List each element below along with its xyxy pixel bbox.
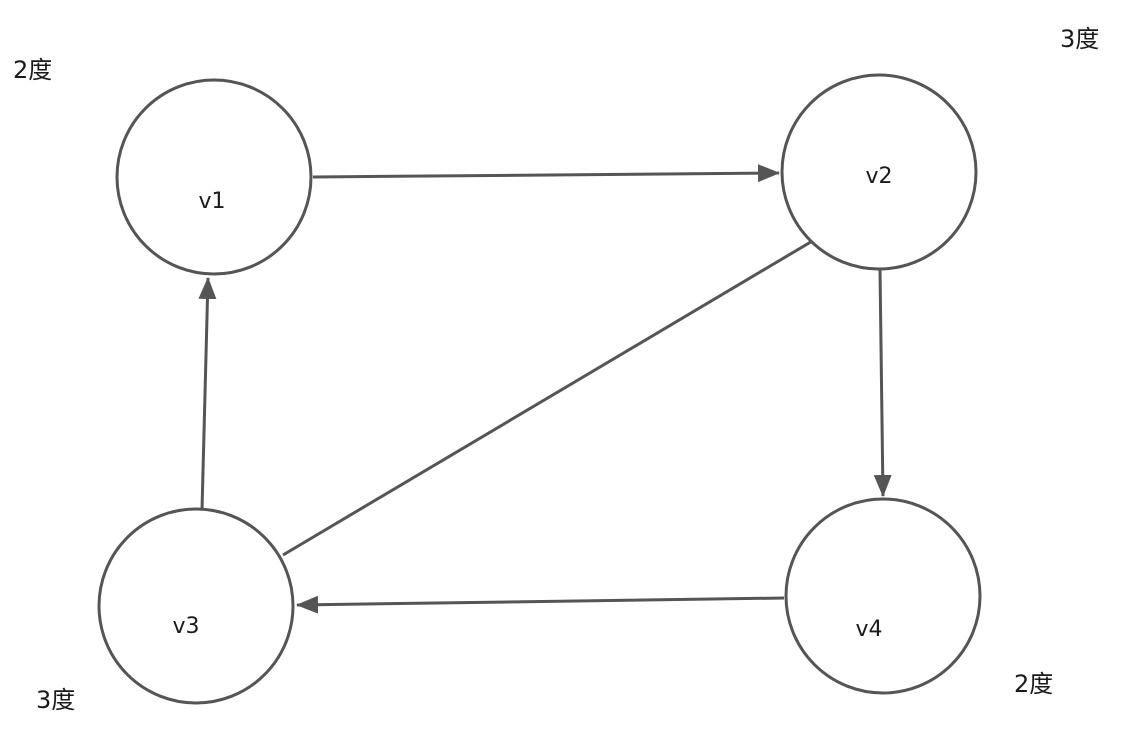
degree-label-v4: 2度 [1014, 670, 1053, 698]
node-circle-v4 [784, 497, 982, 695]
node-circle-v1 [115, 78, 313, 276]
node-v4[interactable]: v4 [784, 497, 982, 695]
edge-v2-to-v4 [873, 269, 892, 497]
edge-v3-to-v1 [198, 277, 217, 511]
node-label-v1: v1 [198, 189, 225, 214]
edge-v3-to-v2 [282, 190, 896, 557]
node-circle-v2 [780, 73, 978, 271]
edge-v4-to-v3 [296, 595, 785, 614]
node-v1[interactable]: v1 [115, 78, 313, 276]
edge-v1-to-v2 [312, 164, 780, 183]
degree-label-v3: 3度 [36, 686, 75, 714]
node-circle-v3 [97, 507, 295, 705]
degree-label-v2: 3度 [1060, 25, 1099, 53]
degree-label-v1: 2度 [13, 56, 52, 84]
node-label-v4: v4 [855, 617, 882, 642]
node-v3[interactable]: v3 [97, 507, 295, 705]
node-label-v3: v3 [172, 614, 199, 639]
node-v2[interactable]: v2 [780, 73, 978, 271]
node-label-v2: v2 [865, 164, 892, 189]
